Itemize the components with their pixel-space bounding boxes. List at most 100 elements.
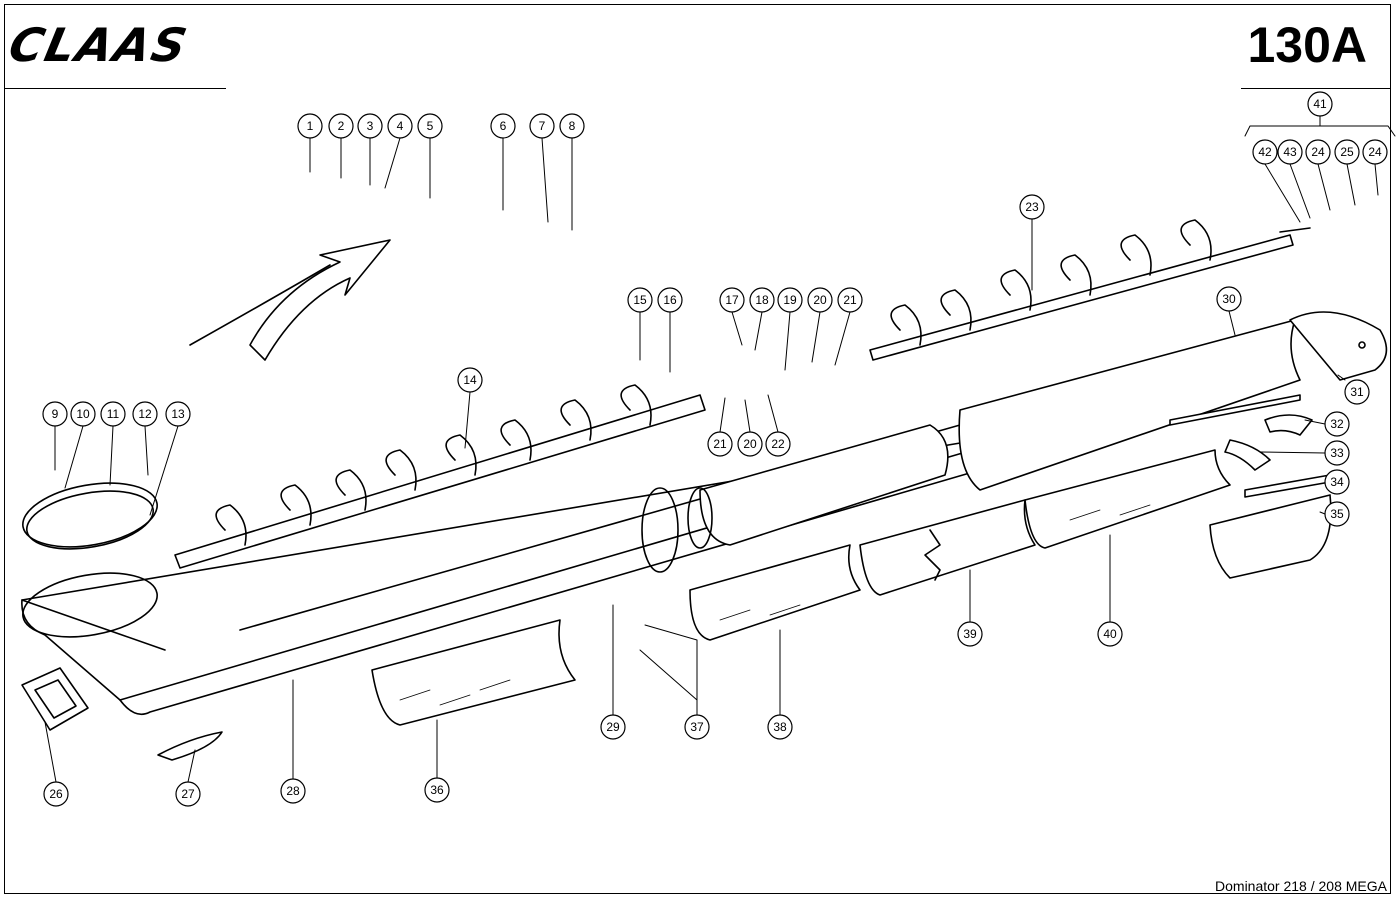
callout-9: 9 <box>42 401 68 427</box>
callout-37: 37 <box>684 714 710 740</box>
svg-text:34: 34 <box>1330 475 1344 489</box>
svg-text:20: 20 <box>743 437 757 451</box>
svg-text:25: 25 <box>1340 145 1354 159</box>
svg-text:37: 37 <box>690 720 704 734</box>
callout-36: 36 <box>424 777 450 803</box>
svg-text:21: 21 <box>713 437 727 451</box>
callout-38: 38 <box>767 714 793 740</box>
svg-text:36: 36 <box>430 783 444 797</box>
svg-text:5: 5 <box>427 119 434 133</box>
svg-text:15: 15 <box>633 293 647 307</box>
callout-18: 18 <box>749 287 775 313</box>
callout-22: 22 <box>765 431 791 457</box>
ring-clamps <box>22 482 158 638</box>
callout-3: 3 <box>357 113 383 139</box>
svg-text:10: 10 <box>76 407 90 421</box>
callout-26: 26 <box>43 781 69 807</box>
callout-27: 27 <box>175 781 201 807</box>
svg-text:43: 43 <box>1283 145 1297 159</box>
callout-21b: 21 <box>707 431 733 457</box>
svg-text:35: 35 <box>1330 507 1344 521</box>
callout-15: 15 <box>627 287 653 313</box>
svg-text:33: 33 <box>1330 446 1344 460</box>
svg-text:16: 16 <box>663 293 677 307</box>
header-rule-left <box>4 88 226 89</box>
svg-text:12: 12 <box>138 407 152 421</box>
callout-24a: 24 <box>1305 139 1331 165</box>
svg-text:9: 9 <box>52 407 59 421</box>
svg-text:29: 29 <box>606 720 620 734</box>
callout-42: 42 <box>1252 139 1278 165</box>
svg-text:30: 30 <box>1222 292 1236 306</box>
callouts: 1 2 3 4 5 6 7 8 9 10 11 12 13 14 15 16 1… <box>42 91 1388 807</box>
callout-11: 11 <box>100 401 126 427</box>
svg-text:18: 18 <box>755 293 769 307</box>
callout-28: 28 <box>280 778 306 804</box>
trough-covers <box>371 449 1231 726</box>
lower-auger-14 <box>174 384 706 569</box>
svg-text:26: 26 <box>49 787 63 801</box>
svg-text:6: 6 <box>500 119 507 133</box>
svg-text:41: 41 <box>1313 97 1327 111</box>
callout-43: 43 <box>1277 139 1303 165</box>
callout-24b: 24 <box>1362 139 1388 165</box>
callout-41: 41 <box>1307 91 1333 117</box>
callout-5: 5 <box>417 113 443 139</box>
callout-14: 14 <box>457 367 483 393</box>
svg-text:4: 4 <box>397 119 404 133</box>
svg-text:3: 3 <box>367 119 374 133</box>
callout-31: 31 <box>1344 379 1370 405</box>
callout-2: 2 <box>328 113 354 139</box>
page-code: 130A <box>1247 17 1367 73</box>
callout-35: 35 <box>1324 501 1350 527</box>
svg-text:42: 42 <box>1258 145 1272 159</box>
svg-text:24: 24 <box>1311 145 1325 159</box>
callout-32: 32 <box>1324 411 1350 437</box>
callout-29: 29 <box>600 714 626 740</box>
svg-text:23: 23 <box>1025 200 1039 214</box>
svg-text:22: 22 <box>771 437 785 451</box>
upper-auger-23 <box>869 219 1311 361</box>
svg-text:38: 38 <box>773 720 787 734</box>
svg-text:2: 2 <box>338 119 345 133</box>
svg-text:40: 40 <box>1103 627 1117 641</box>
machine-model-label: Dominator 218 / 208 MEGA <box>1215 878 1387 894</box>
svg-text:20: 20 <box>813 293 827 307</box>
callout-8: 8 <box>559 113 585 139</box>
callout-23: 23 <box>1019 194 1045 220</box>
callout-10: 10 <box>70 401 96 427</box>
header-rule-right <box>1241 88 1391 89</box>
svg-text:14: 14 <box>463 373 477 387</box>
callout-19: 19 <box>777 287 803 313</box>
svg-text:1: 1 <box>307 119 314 133</box>
leader-lines <box>44 115 1396 783</box>
callout-13: 13 <box>165 401 191 427</box>
svg-text:7: 7 <box>539 119 546 133</box>
svg-text:39: 39 <box>963 627 977 641</box>
callout-17: 17 <box>719 287 745 313</box>
svg-text:19: 19 <box>783 293 797 307</box>
callout-30: 30 <box>1216 286 1242 312</box>
callout-7: 7 <box>529 113 555 139</box>
callout-4: 4 <box>387 113 413 139</box>
svg-text:32: 32 <box>1330 417 1344 431</box>
callout-20a: 20 <box>807 287 833 313</box>
middle-tube <box>641 424 949 573</box>
svg-text:13: 13 <box>171 407 185 421</box>
upper-trough-30 <box>958 311 1388 579</box>
small-parts <box>21 667 223 761</box>
callout-16: 16 <box>657 287 683 313</box>
detail-arrow <box>189 239 391 361</box>
callout-25: 25 <box>1334 139 1360 165</box>
callout-39: 39 <box>957 621 983 647</box>
callout-21a: 21 <box>837 287 863 313</box>
callout-1: 1 <box>297 113 323 139</box>
callout-34: 34 <box>1324 469 1350 495</box>
svg-text:24: 24 <box>1368 145 1382 159</box>
svg-text:21: 21 <box>843 293 857 307</box>
callout-6: 6 <box>490 113 516 139</box>
svg-text:8: 8 <box>569 119 576 133</box>
svg-text:17: 17 <box>725 293 739 307</box>
